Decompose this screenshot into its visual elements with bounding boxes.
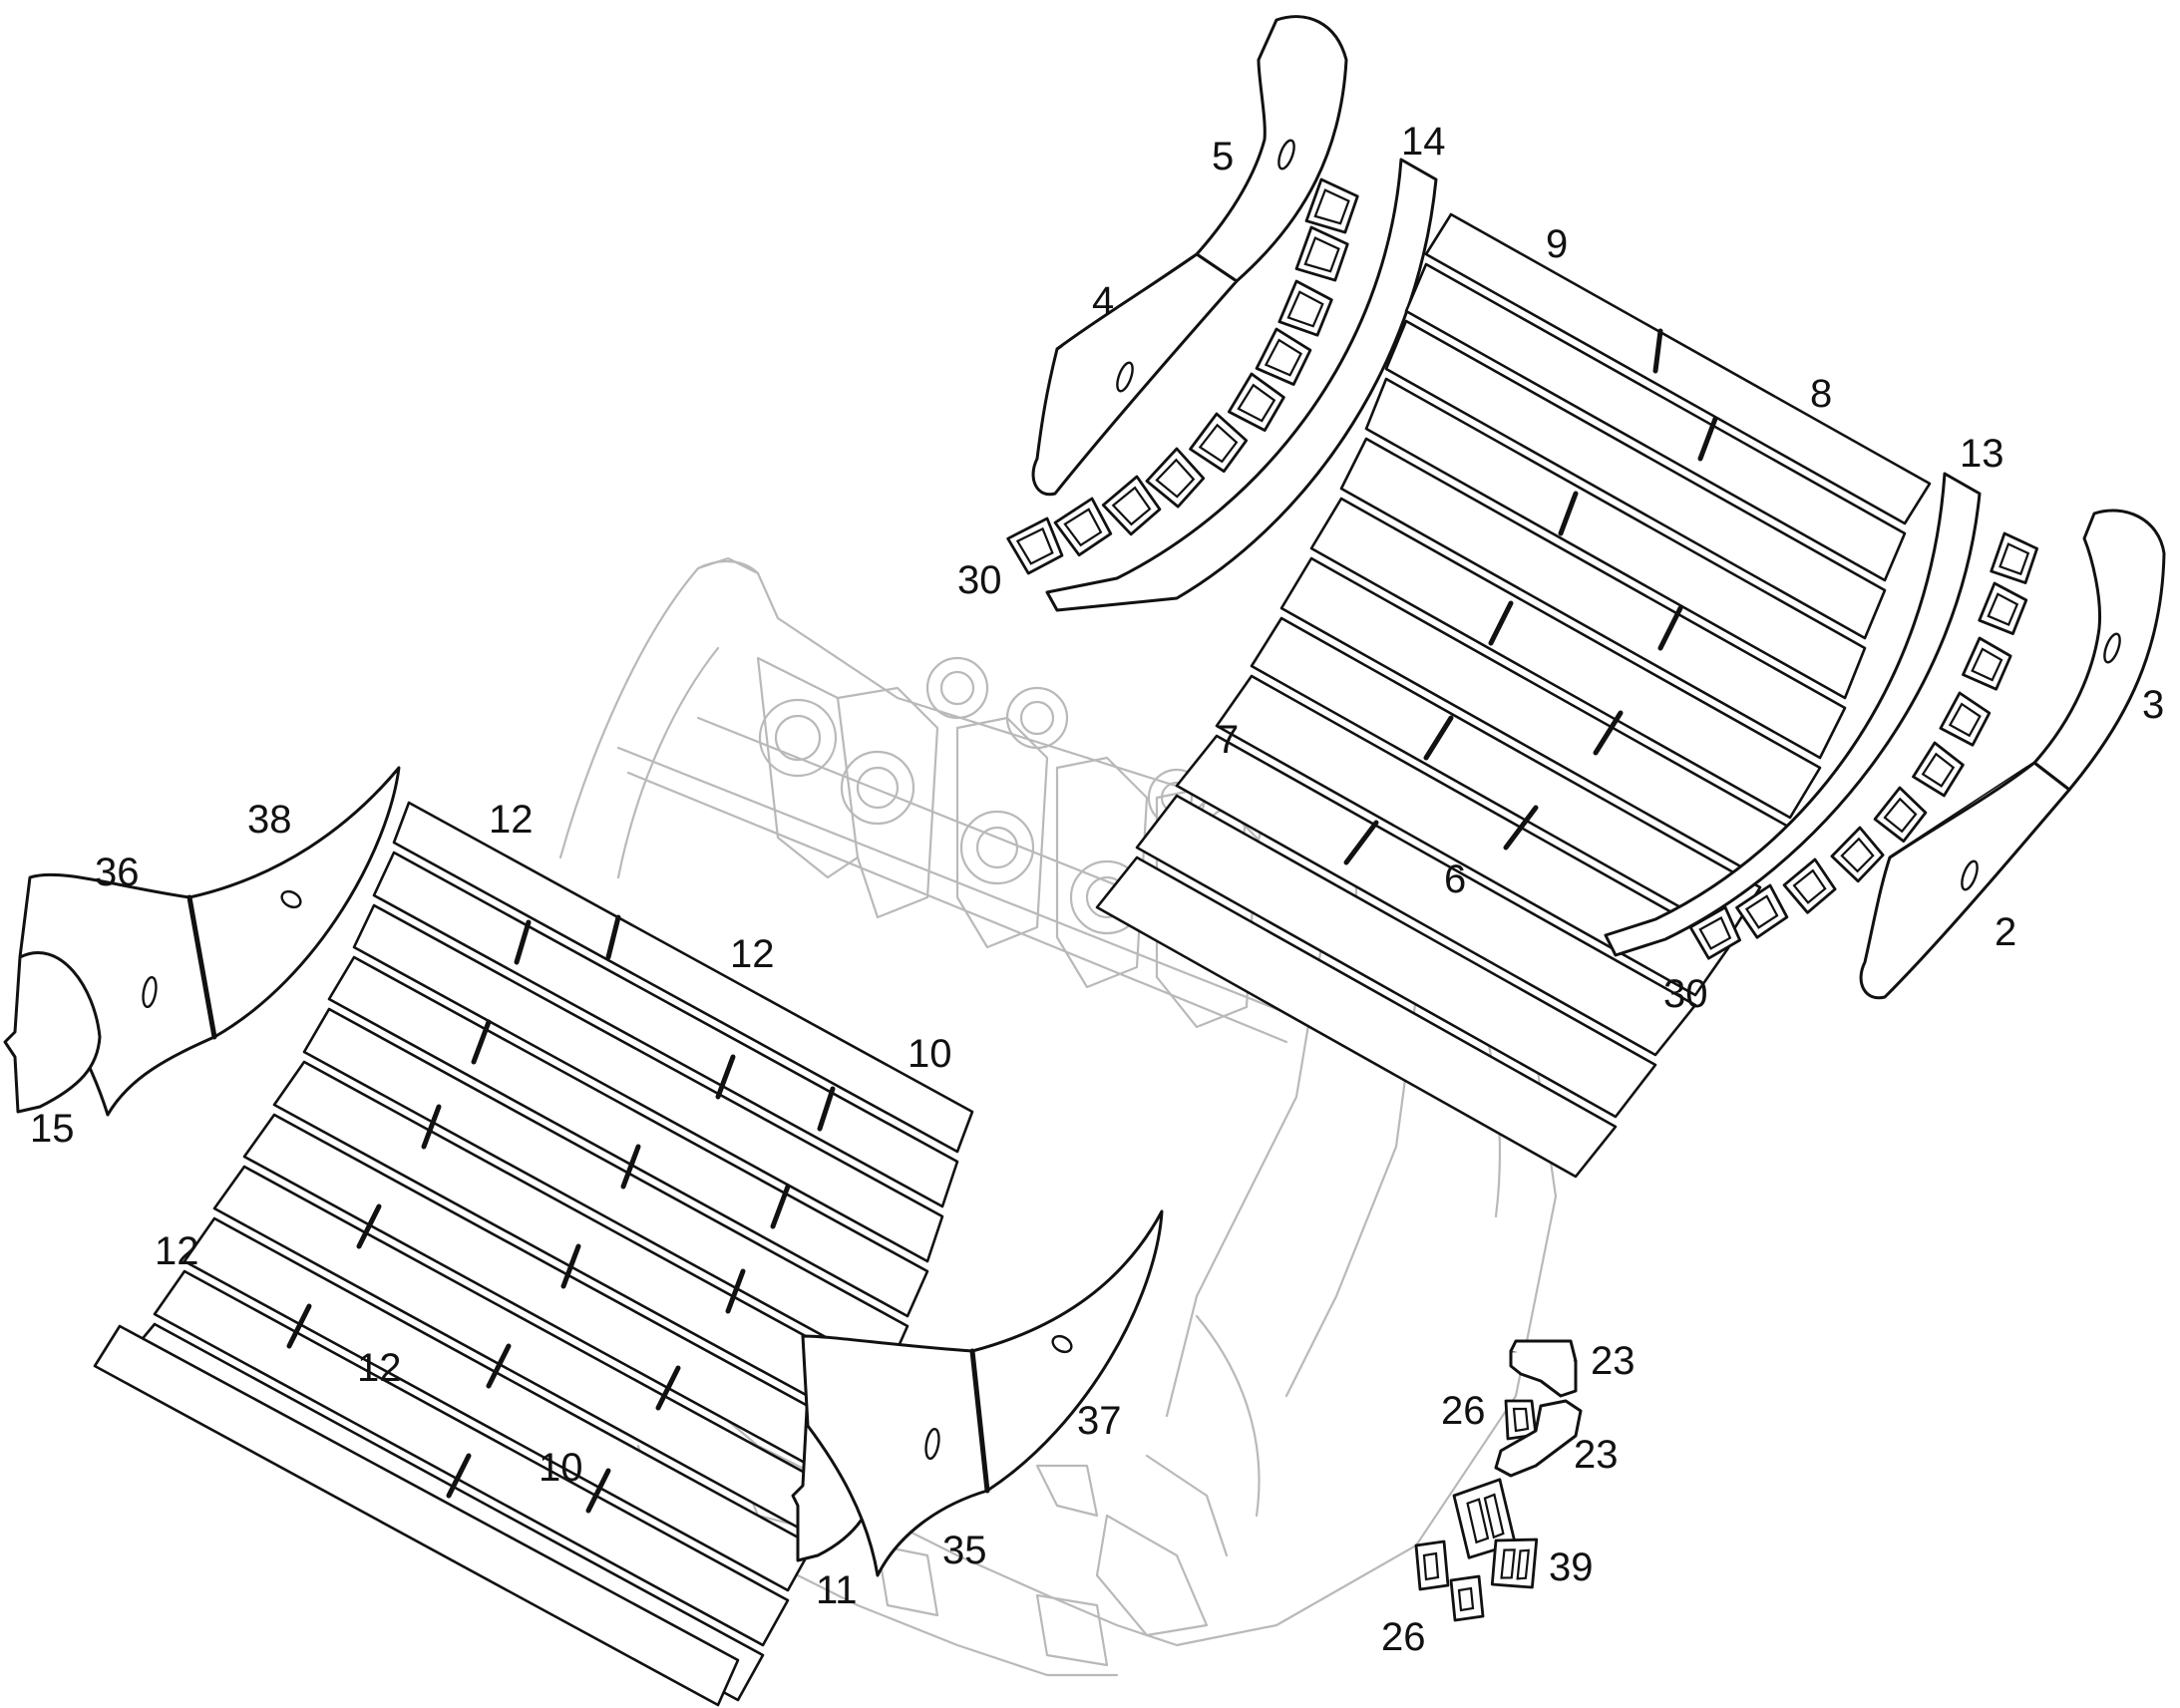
label-12-d: 12: [357, 1346, 402, 1390]
curved-strip-14: [1045, 158, 1438, 612]
side-plate-5: [1195, 15, 1348, 283]
label-30-upper: 30: [957, 558, 1002, 602]
curved-piece-15: [3, 950, 102, 1114]
label-23-b: 23: [1574, 1433, 1619, 1477]
label-5: 5: [1212, 135, 1234, 178]
label-38: 38: [247, 798, 292, 842]
left-assembly: [3, 766, 1164, 1707]
part-labels: 5 14 4 9 8 13 30 3 7 38 12 36 6 2 12 30 …: [30, 120, 2164, 1659]
label-26-a: 26: [1441, 1389, 1486, 1433]
label-3: 3: [2142, 683, 2164, 727]
side-plate-35: [801, 1334, 989, 1577]
label-10-a: 10: [908, 1032, 952, 1076]
label-14: 14: [1401, 120, 1446, 164]
right-assembly: [1006, 15, 2166, 1179]
wear-blocks-30-lower: [1688, 531, 2039, 960]
label-9: 9: [1546, 222, 1568, 266]
label-8: 8: [1810, 372, 1832, 416]
liner-plates-left: [93, 801, 974, 1707]
label-26-b: 26: [1381, 1615, 1426, 1659]
wear-blocks-30-upper: [1006, 177, 1359, 575]
label-15: 15: [30, 1107, 75, 1151]
label-35: 35: [942, 1529, 987, 1572]
label-7: 7: [1217, 718, 1239, 762]
curved-strip-13: [1604, 472, 1982, 957]
label-10-b: 10: [539, 1446, 583, 1490]
label-37: 37: [1077, 1399, 1122, 1443]
label-30-lower: 30: [1663, 972, 1708, 1016]
liner-plates-right: [1095, 212, 1932, 1179]
label-12-a: 12: [489, 798, 534, 842]
label-12-b: 12: [730, 932, 775, 976]
label-39: 39: [1549, 1545, 1594, 1589]
label-11: 11: [816, 1568, 858, 1612]
label-6: 6: [1444, 857, 1466, 901]
label-4: 4: [1092, 279, 1114, 323]
label-36: 36: [95, 851, 140, 894]
label-13: 13: [1960, 432, 2004, 476]
side-plate-3: [2032, 509, 2166, 792]
small-parts: [1414, 1339, 1583, 1622]
label-12-c: 12: [155, 1229, 199, 1273]
side-plate-4: [1031, 252, 1239, 497]
label-2: 2: [1995, 910, 2016, 954]
label-23-a: 23: [1591, 1339, 1635, 1383]
